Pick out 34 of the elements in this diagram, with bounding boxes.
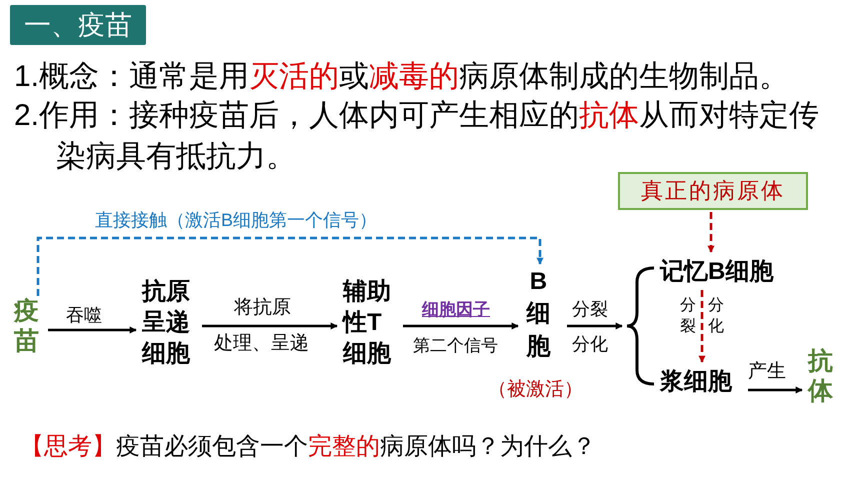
node-label: 浆细胞 (660, 364, 732, 400)
node-label: 辅助性T细胞 (343, 276, 394, 370)
edge-label: 将抗原 (234, 296, 291, 320)
arrow (403, 322, 519, 330)
annotation-text: 分化 (708, 296, 724, 337)
dashed-arrow (708, 212, 714, 253)
annotation-text: 处理、呈递 (214, 332, 309, 356)
edge-label: 直接接触（激活B细胞第一个信号） (95, 209, 378, 232)
dashed-arrow (36, 236, 544, 296)
node-label: 记忆B细胞 (660, 254, 774, 290)
annotation-text: 分裂 (680, 296, 696, 337)
highlight-box: 真正的病原体 (618, 172, 808, 210)
arrow (202, 322, 338, 330)
arrow (567, 322, 623, 330)
paragraph: 2.作用：接种疫苗后，人体内可产生相应的抗体从而对特定传染病具有抵抗力。 (14, 98, 820, 174)
annotation-text: 分化 (572, 333, 608, 356)
dashed-arrow (698, 290, 706, 363)
brace (626, 324, 654, 386)
node-caption: （被激活） (488, 378, 583, 402)
paragraph: 1.概念：通常是用灭活的或减毒的病原体制成的生物制品。 (14, 59, 790, 95)
arrow (748, 386, 803, 394)
question-text: 【思考】疫苗必须包含一个完整的病原体吗？为什么？ (20, 431, 596, 462)
title-banner: 一、疫苗 (10, 5, 146, 45)
brace (626, 266, 654, 328)
edge-label: 产生 (748, 360, 786, 384)
node-label: B细胞 (524, 266, 553, 364)
node-label: 抗原呈递细胞 (142, 276, 192, 370)
edge-label: 细胞因子 (422, 299, 490, 321)
arrow (48, 326, 137, 334)
edge-label: 分裂 (572, 298, 608, 321)
node-label: 抗体 (808, 346, 833, 406)
node-label: 疫苗 (14, 296, 39, 356)
edge-label: 吞噬 (66, 304, 102, 327)
annotation-text: 第二个信号 (413, 335, 498, 357)
